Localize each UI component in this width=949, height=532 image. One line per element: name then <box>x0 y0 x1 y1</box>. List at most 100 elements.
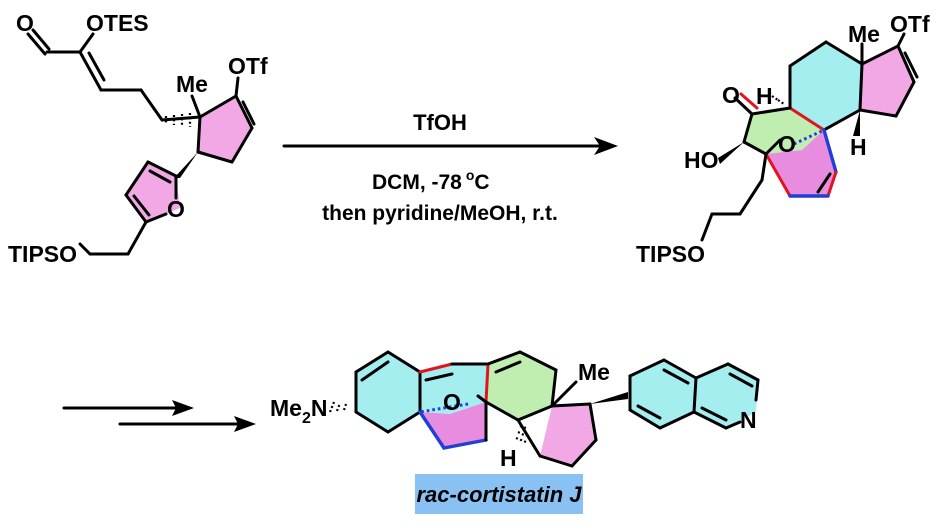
hashed-wedge <box>771 95 785 105</box>
otf-label: OTf <box>228 53 268 79</box>
bond <box>386 410 422 434</box>
red-bond <box>418 362 454 374</box>
bond <box>538 454 574 468</box>
product-oxa-ring-fill <box>744 108 824 154</box>
bond <box>700 212 714 242</box>
blue-dashed-bond <box>419 402 469 414</box>
product-bridge-ring-fill <box>766 130 836 196</box>
hydroxyl-label: HO <box>684 147 719 173</box>
methyl-label: Me <box>176 71 208 97</box>
bond <box>733 96 754 116</box>
bond <box>146 160 178 178</box>
solid-wedge <box>174 152 198 178</box>
bond <box>754 378 760 402</box>
hashed-wedge <box>164 113 192 127</box>
dimethylamino-label: Me2N <box>270 395 327 427</box>
solid-wedge <box>853 110 860 136</box>
h-top-label: H <box>756 83 773 109</box>
h-label: H <box>500 445 517 471</box>
bond <box>241 100 256 126</box>
bond <box>196 150 234 164</box>
bond <box>198 94 238 119</box>
bond <box>742 112 754 144</box>
bond <box>700 406 728 422</box>
bond <box>484 400 520 422</box>
target-a-ring-fill <box>356 352 420 432</box>
bond <box>896 44 916 84</box>
tipso-label: TIPSO <box>636 241 705 267</box>
bond <box>87 51 106 82</box>
product-cyclohexane-ring-fill <box>790 42 862 130</box>
product-cyclopentene-ring-fill <box>860 46 914 116</box>
bond <box>234 76 240 98</box>
aldehyde-oxygen-label: O <box>16 10 34 36</box>
bond <box>896 32 906 48</box>
bond <box>903 51 919 79</box>
bond <box>354 350 390 374</box>
arrow-head-upper <box>172 400 194 416</box>
bond <box>858 108 898 118</box>
bond <box>550 368 558 408</box>
compound-name: rac-cortistatin J <box>416 482 582 507</box>
bond <box>692 376 698 414</box>
conditions-workup: then pyridine/MeOH, r.t. <box>322 202 558 225</box>
bond <box>148 169 172 184</box>
bond <box>588 402 598 442</box>
bridge-oxygen-label: O <box>778 131 796 157</box>
bond <box>139 88 164 122</box>
starting-material: O OTES Me OTf O TIPSO <box>8 10 268 267</box>
red-bond <box>484 362 490 404</box>
bond <box>230 126 254 164</box>
compound-name-badge: rac-cortistatin J <box>415 474 583 514</box>
bond <box>858 62 864 112</box>
bond <box>694 362 730 380</box>
bond <box>124 193 148 224</box>
bond <box>360 360 390 382</box>
target-d-ring-fill <box>540 404 596 466</box>
otf-label: OTf <box>890 11 930 37</box>
otes-label: OTES <box>86 10 149 36</box>
target-molecule: Me2N O Me H N <box>270 350 760 471</box>
bond <box>126 220 148 256</box>
bond <box>550 402 592 408</box>
red-bond <box>764 152 792 198</box>
bond <box>742 140 768 156</box>
nitrogen-label: N <box>740 407 757 433</box>
bond <box>516 418 542 458</box>
blue-bond <box>822 128 838 174</box>
bond <box>788 40 828 68</box>
sm-cyclopentene-ring-fill <box>198 96 252 162</box>
bond <box>816 172 832 194</box>
name-box <box>415 474 583 514</box>
bond <box>494 360 522 374</box>
bond <box>692 410 728 430</box>
bond <box>486 350 522 366</box>
bond <box>190 94 202 119</box>
red-bond <box>788 106 826 132</box>
bond <box>570 438 598 468</box>
bond <box>234 94 254 130</box>
bond <box>78 32 95 54</box>
arrow-head-lower <box>234 416 256 432</box>
bond <box>78 50 103 92</box>
blue-bond <box>418 410 446 450</box>
bond <box>824 40 864 66</box>
h-bottom-label: H <box>850 134 867 160</box>
bond <box>31 28 51 51</box>
bond <box>728 372 754 388</box>
bond <box>860 44 900 66</box>
bond <box>196 115 202 154</box>
bond <box>750 106 792 116</box>
bond <box>636 404 662 420</box>
bond <box>550 380 578 408</box>
multistep-arrow <box>62 400 256 432</box>
arrow-head <box>594 137 618 155</box>
bond <box>424 372 454 382</box>
bond <box>78 242 92 256</box>
bond <box>476 394 488 404</box>
bond <box>144 212 168 224</box>
product: O H Me OTf HO O H TIPSO <box>636 11 930 267</box>
bond <box>386 350 422 374</box>
